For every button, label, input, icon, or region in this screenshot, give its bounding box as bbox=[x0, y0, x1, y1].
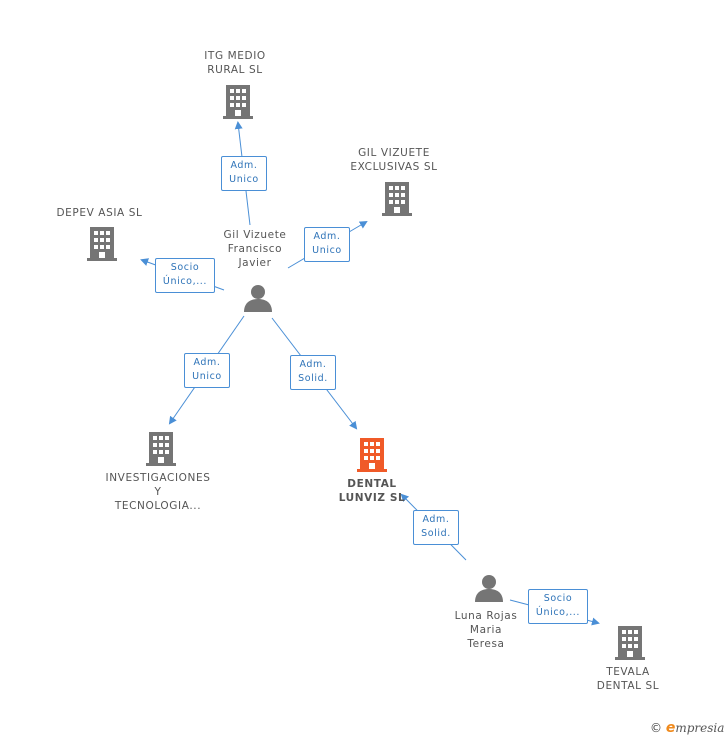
footer-brand[interactable]: © empresia bbox=[650, 720, 724, 736]
node-label-gil-exclusivas[interactable]: GIL VIZUETE EXCLUSIVAS SL bbox=[350, 147, 438, 173]
building-icon-dental[interactable] bbox=[357, 438, 387, 472]
person-icon-gil[interactable] bbox=[244, 285, 272, 312]
node-label-gil-person[interactable]: Gil Vizuete Francisco Javier bbox=[223, 229, 287, 269]
node-label-tevala[interactable]: TEVALA DENTAL SL bbox=[596, 666, 660, 692]
edge-label-dental-gil[interactable]: Adm. Solid. bbox=[290, 355, 336, 390]
edge-label-investigaciones[interactable]: Adm. Unico bbox=[184, 353, 230, 388]
edge-label-itg[interactable]: Adm. Unico bbox=[221, 156, 267, 191]
copyright-icon: © bbox=[650, 721, 662, 735]
person-icon-luna[interactable] bbox=[475, 575, 503, 602]
edge-label-dental-luna[interactable]: Adm. Solid. bbox=[413, 510, 459, 545]
building-icon-depev[interactable] bbox=[87, 227, 117, 261]
node-label-dental[interactable]: DENTAL LUNVIZ SL bbox=[338, 478, 406, 504]
building-icon-tevala[interactable] bbox=[615, 626, 645, 660]
node-label-depev[interactable]: DEPEV ASIA SL bbox=[56, 207, 143, 219]
node-label-itg[interactable]: ITG MEDIO RURAL SL bbox=[204, 50, 266, 76]
brand-logo-text: mpresia bbox=[675, 721, 725, 735]
node-label-investigaciones[interactable]: INVESTIGACIONES Y TECNOLOGIA... bbox=[105, 472, 211, 512]
node-label-luna-person[interactable]: Luna Rojas Maria Teresa bbox=[454, 610, 518, 650]
edge-label-exclusivas[interactable]: Adm. Unico bbox=[304, 227, 350, 262]
building-icon-investigaciones[interactable] bbox=[146, 432, 176, 466]
building-icon-gil-exclusivas[interactable] bbox=[382, 182, 412, 216]
brand-logo-initial: e bbox=[665, 720, 676, 736]
edge-label-tevala[interactable]: Socio Único,... bbox=[528, 589, 588, 624]
edge-label-depev[interactable]: Socio Único,... bbox=[155, 258, 215, 293]
building-icon-itg[interactable] bbox=[223, 85, 253, 119]
